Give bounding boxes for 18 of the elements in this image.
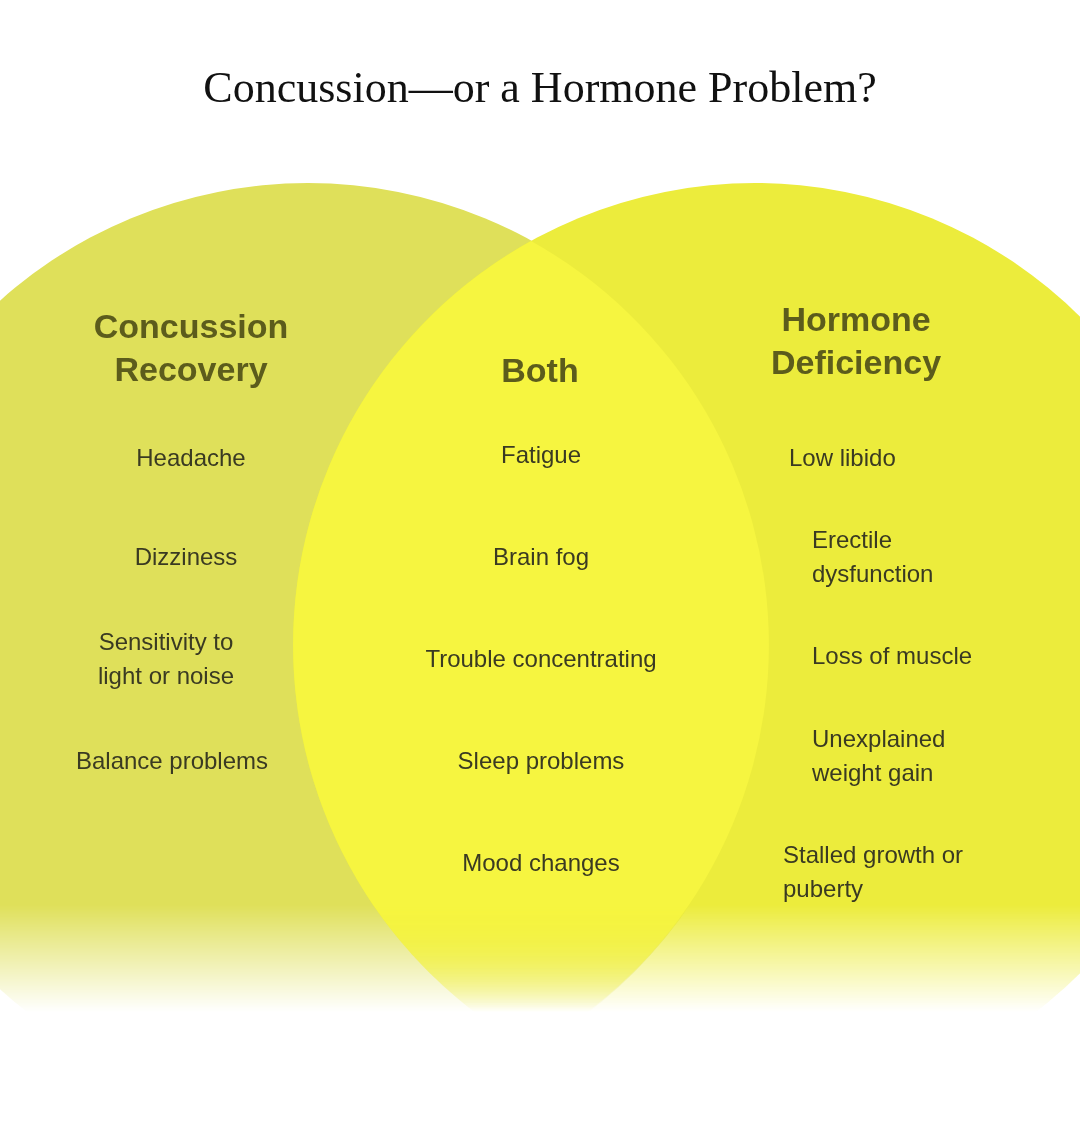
symptom-label: Balance problems bbox=[74, 746, 270, 776]
symptom-label: Erectile dysfunction bbox=[812, 525, 935, 589]
symptom-label: Brain fog bbox=[491, 542, 591, 572]
symptom-label: Sensitivity to light or noise bbox=[96, 627, 236, 691]
symptom-label: Trouble concentrating bbox=[424, 644, 658, 674]
symptom-label: Stalled growth or puberty bbox=[783, 840, 965, 904]
symptom-label: Headache bbox=[135, 443, 247, 473]
symptom-label: Low libido bbox=[789, 443, 897, 473]
set-heading: Both bbox=[500, 349, 580, 391]
symptom-label: Loss of muscle bbox=[812, 641, 974, 671]
symptom-label: Unexplained weight gain bbox=[812, 724, 947, 788]
set-heading: Concussion Recovery bbox=[92, 306, 290, 390]
symptom-label: Mood changes bbox=[461, 848, 621, 878]
set-heading: Hormone Deficiency bbox=[769, 299, 943, 383]
symptom-label: Dizziness bbox=[133, 542, 239, 572]
diagram-title: Concussion—or a Hormone Problem? bbox=[202, 62, 878, 113]
symptom-label: Sleep problems bbox=[456, 746, 626, 776]
symptom-label: Fatigue bbox=[499, 440, 583, 470]
